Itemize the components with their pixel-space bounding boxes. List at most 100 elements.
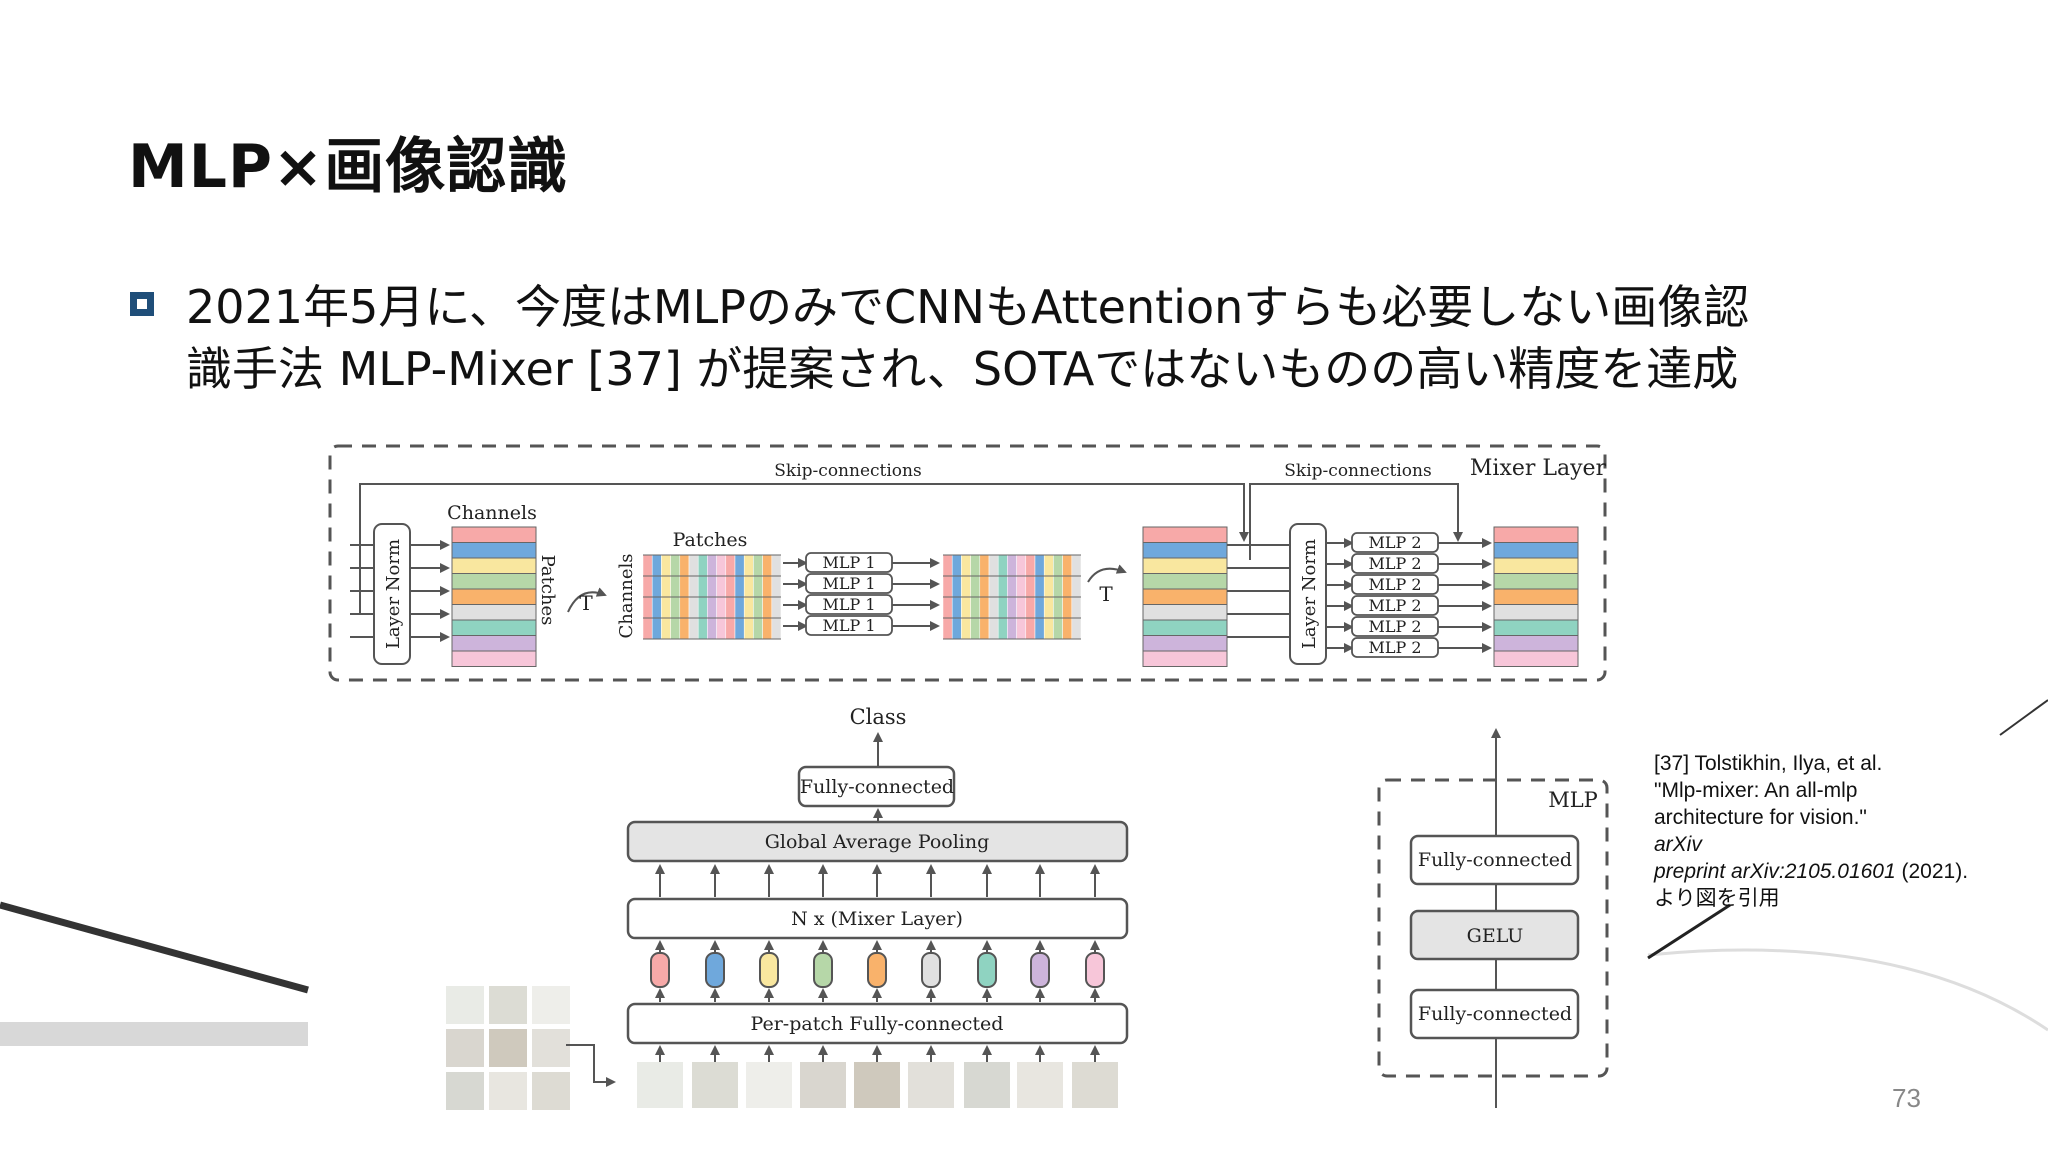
patch-sequence-tile: [1072, 1062, 1118, 1108]
patch-sequence-tile: [746, 1062, 792, 1108]
stack5-row: [1493, 635, 1579, 652]
token-pill: [977, 952, 997, 988]
stack4-row: [1142, 557, 1228, 574]
token-pill: [1030, 952, 1050, 988]
patch-sequence-tile: [637, 1062, 683, 1108]
image-patch-tile: [532, 986, 570, 1024]
transpose-arrow-2: [1087, 564, 1127, 583]
stack4-row: [1142, 635, 1228, 652]
patch-sequence-tile: [692, 1062, 738, 1108]
decorative-stroke: [0, 901, 309, 994]
patch-sequence-tile: [908, 1062, 954, 1108]
stack1-row: [451, 604, 537, 621]
mlp-gelu: [1409, 909, 1580, 961]
patch-sequence: [637, 1062, 1118, 1108]
bullet-text: 2021年5月に、今度はMLPのみでCNNもAttentionすらも必要しない画…: [186, 276, 1946, 400]
patch-sequence-tile: [1017, 1062, 1063, 1108]
patch-sequence-tile: [854, 1062, 900, 1108]
mlp2-label: MLP 2: [1368, 617, 1421, 636]
ref-line-2: "Mlp-mixer: An all-mlp: [1654, 779, 1858, 802]
stack4-row: [1142, 619, 1228, 636]
mlp2-label: MLP 2: [1368, 554, 1421, 573]
bullet-line-1: 2021年5月に、今度はMLPのみでCNNもAttentionすらも必要しない画…: [186, 280, 1750, 334]
stack4-row: [1142, 542, 1228, 559]
stack1-row: [451, 573, 537, 590]
ref-line-4: arXiv: [1654, 833, 1702, 856]
skip-label-2: Skip-connections: [1284, 461, 1431, 481]
stack1-row: [451, 526, 537, 543]
bullet-square-icon: [130, 292, 154, 316]
mlp-gelu-label: GELU: [1467, 925, 1524, 947]
layer-norm-2-label: Layer Norm: [1299, 539, 1320, 649]
class-label: Class: [850, 705, 907, 729]
mlp-fc-top-label: Fully-connected: [1418, 849, 1572, 871]
ln2-input-arrows: [1227, 544, 1290, 638]
stack5-row: [1493, 604, 1579, 621]
stack5-row: [1493, 557, 1579, 574]
decorative-stroke-2: [1647, 903, 1731, 960]
channels-side-label: Channels: [616, 554, 637, 639]
stack4-row: [1142, 588, 1228, 605]
channels-stack-1: [451, 526, 537, 667]
ref-line-5-rest: (2021).: [1895, 860, 1969, 883]
patches-top-label: Patches: [673, 529, 748, 551]
mlp1-label: MLP 1: [822, 574, 875, 593]
mlp1-label: MLP 1: [822, 595, 875, 614]
mlp2-label: MLP 2: [1368, 638, 1421, 657]
global-average-pooling: [626, 820, 1129, 863]
gap-label: Global Average Pooling: [765, 831, 990, 853]
stack5-row: [1493, 650, 1579, 667]
skip-connection-2: [1249, 483, 1463, 560]
patches-stack: [642, 554, 782, 640]
slide-title: MLP×画像認識: [128, 132, 569, 202]
stack5-row: [1493, 588, 1579, 605]
stack1-row: [451, 542, 537, 559]
patches-side-label: Patches: [537, 555, 558, 626]
mlp2-label: MLP 2: [1368, 575, 1421, 594]
mlp1-label: MLP 1: [822, 553, 875, 572]
ref-line-6: より図を引用: [1654, 887, 1780, 910]
mixer-layers-block: [626, 897, 1129, 940]
decorative-curve: [1647, 948, 2048, 1032]
transpose-1-label: T: [579, 591, 593, 615]
patch-sequence-tile: [964, 1062, 1010, 1108]
stack1-row: [451, 650, 537, 667]
stack5-row: [1493, 542, 1579, 559]
page-number: 73: [1892, 1083, 1921, 1113]
image-patch-tile: [532, 1072, 570, 1110]
token-pill: [921, 952, 941, 988]
image-patch-tile: [446, 1072, 484, 1110]
skip-label-1: Skip-connections: [774, 461, 921, 481]
image-patch-tile: [489, 1072, 527, 1110]
image-patch-tile: [446, 986, 484, 1024]
stack1-row: [451, 619, 537, 636]
mlp2-label: MLP 2: [1368, 596, 1421, 615]
channels-stack-2: [1142, 526, 1228, 667]
per-patch-fc-label: Per-patch Fully-connected: [751, 1013, 1004, 1035]
mlp-fc-bottom-label: Fully-connected: [1418, 1003, 1572, 1025]
ref-line-3: architecture for vision.": [1654, 806, 1867, 829]
layer-norm-1-label: Layer Norm: [383, 539, 404, 649]
layer-norm-1: [373, 523, 411, 665]
stack1-row: [451, 588, 537, 605]
decorative-band: [0, 1022, 308, 1046]
fully-connected-head-label: Fully-connected: [800, 776, 954, 798]
stack5-row: [1493, 619, 1579, 636]
mlp-fc-bottom: [1409, 988, 1580, 1040]
ln1-arrows: [410, 540, 450, 642]
token-pill: [813, 952, 833, 988]
channels-stack-out: [1493, 526, 1579, 667]
mlp-fc-top: [1409, 834, 1580, 886]
per-patch-fc-block: [626, 1002, 1129, 1045]
patch-sequence-tile: [800, 1062, 846, 1108]
token-pill: [650, 952, 670, 988]
ref-line-5: preprint arXiv:2105.01601 (2021).: [1654, 858, 2014, 885]
token-pill: [867, 952, 887, 988]
token-pills: [650, 940, 1105, 1002]
channels-label: Channels: [447, 502, 537, 524]
transpose-arrow-1: [567, 587, 607, 613]
token-pill: [705, 952, 725, 988]
patches-arrow: [566, 1044, 616, 1087]
